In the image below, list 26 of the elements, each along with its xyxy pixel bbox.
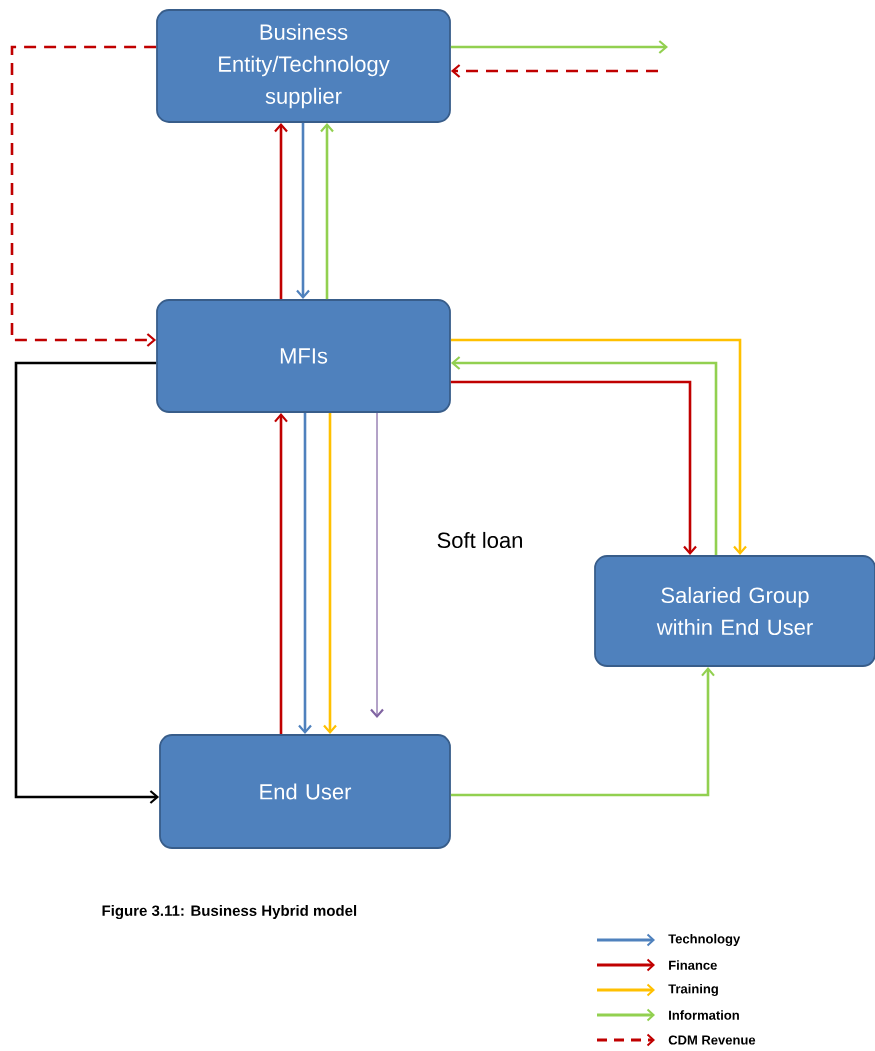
arrow: [298, 412, 312, 735]
arrow: [14, 361, 160, 804]
arrow: [323, 412, 337, 735]
arrow: [370, 412, 384, 719]
arrow: [274, 412, 288, 735]
process-box: End User: [159, 734, 451, 849]
arrow: [320, 122, 334, 300]
legend-label: Finance: [669, 960, 717, 970]
arrow: [450, 356, 718, 556]
process-box: Salaried Group within End User: [594, 555, 875, 667]
process-box: Business Entity/Technology supplier: [156, 9, 451, 123]
legend-label: Training: [668, 983, 718, 997]
arrow: [450, 338, 747, 556]
arrow: [450, 666, 715, 797]
arrow: [10, 45, 157, 347]
process-box: MFIs: [156, 299, 451, 413]
arrow: [450, 64, 658, 78]
legend-label: Information: [669, 1010, 739, 1020]
arrow: [450, 40, 668, 54]
arrow: [274, 122, 288, 300]
arrow: [450, 380, 697, 556]
legend-label: Technology: [668, 933, 741, 947]
caption: Figure 3.11: Business Hybrid model: [102, 905, 357, 920]
edge-label: Soft loan: [434, 529, 526, 551]
arrow: [296, 122, 310, 300]
legend-label: CDM Revenue: [668, 1035, 756, 1045]
